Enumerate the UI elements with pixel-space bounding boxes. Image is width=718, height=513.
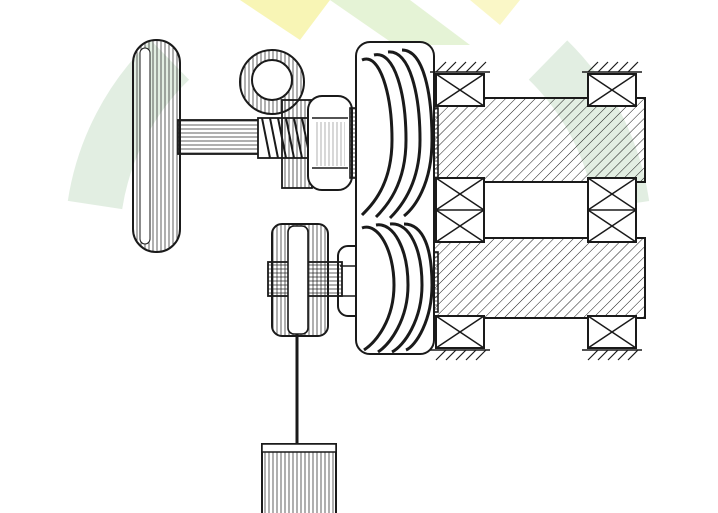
handwheel [132,39,181,253]
bearing-mid-left [435,177,485,243]
bearing-top-left [430,61,490,107]
bearing-bottom-left [430,315,490,361]
hanging-weight [261,443,337,513]
bearing-bottom-right [582,315,642,361]
helical-gear-stack [355,41,435,355]
hex-nut-upper [307,95,353,191]
rope-pulley [271,223,329,337]
handwheel-shaft [177,119,261,155]
bearing-top-right [582,61,642,107]
bearing-mid-right [587,177,637,243]
bearing-blocks [430,61,642,361]
